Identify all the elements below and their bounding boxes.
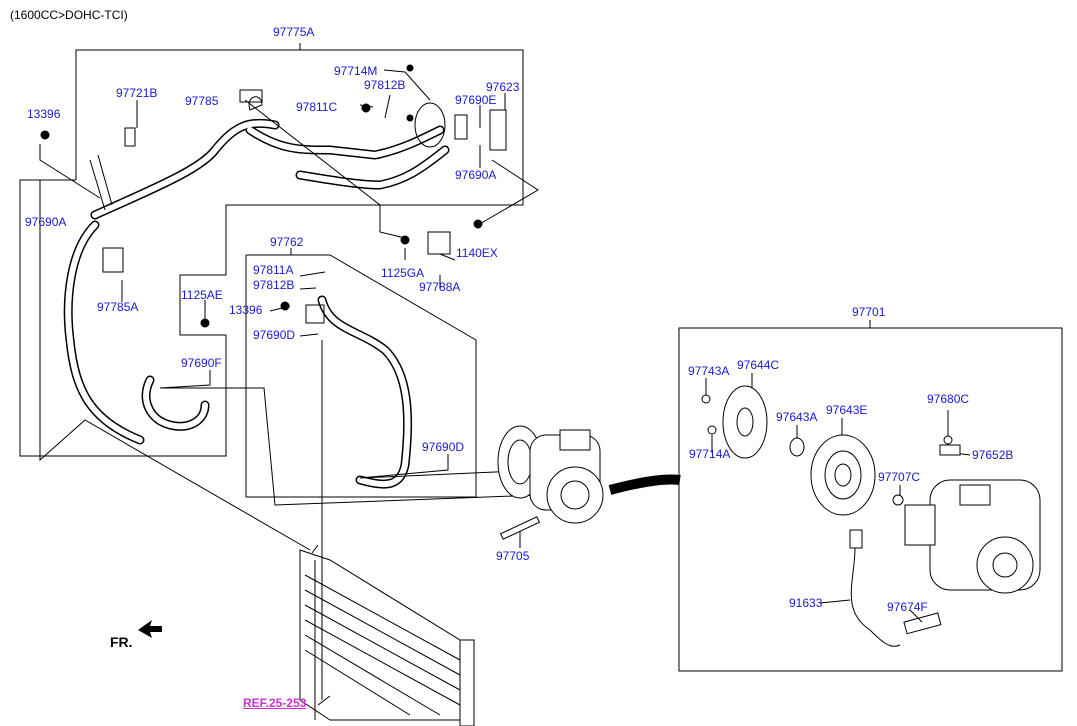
part-97690D[interactable]: 97690D — [422, 440, 465, 454]
part-97785A[interactable]: 97785A — [97, 300, 139, 314]
engine-spec: (1600CC>DOHC-TCI) — [10, 8, 128, 22]
part-97674F[interactable]: 97674F — [887, 600, 928, 614]
part-97714M[interactable]: 97714M — [334, 64, 378, 78]
belt-arc — [608, 474, 681, 495]
part-97714A[interactable]: 97714A — [689, 447, 731, 461]
part-97811C[interactable]: 97811C — [296, 100, 338, 114]
compressor-kit — [701, 385, 1041, 594]
part-97775A[interactable]: 97775A — [273, 25, 315, 39]
part-97690A[interactable]: 97690A — [25, 215, 67, 229]
part-13396[interactable]: 13396 — [229, 303, 263, 317]
part-97743A[interactable]: 97743A — [688, 364, 730, 378]
part-97690D[interactable]: 97690D — [253, 328, 296, 342]
part-13396[interactable]: 13396 — [27, 107, 61, 121]
part-1125GA[interactable]: 1125GA — [381, 266, 425, 280]
part-97721B[interactable]: 97721B — [116, 86, 158, 100]
part-97643A[interactable]: 97643A — [776, 410, 818, 424]
fr-arrow-icon — [138, 620, 162, 638]
part-97643E[interactable]: 97643E — [826, 403, 868, 417]
part-97680C[interactable]: 97680C — [927, 392, 970, 406]
condenser — [299, 544, 475, 726]
hose-lower — [317, 295, 413, 489]
part-97690E[interactable]: 97690E — [455, 93, 497, 107]
part-91633[interactable]: 91633 — [789, 596, 823, 610]
frame-97775A — [19, 49, 524, 457]
part-97762[interactable]: 97762 — [270, 235, 304, 249]
part-97705[interactable]: 97705 — [496, 549, 530, 563]
part-97785[interactable]: 97785 — [185, 94, 219, 108]
frame-97762 — [245, 254, 477, 498]
part-97812B[interactable]: 97812B — [364, 78, 406, 92]
part-97652B[interactable]: 97652B — [972, 448, 1014, 462]
part-97812B[interactable]: 97812B — [253, 278, 295, 292]
part-97701[interactable]: 97701 — [852, 305, 886, 319]
part-1125AE[interactable]: 1125AE — [181, 288, 223, 302]
part-97644C[interactable]: 97644C — [737, 358, 780, 372]
front-orientation-label: FR. — [110, 634, 133, 650]
part-97690A[interactable]: 97690A — [455, 168, 497, 182]
part-97707C[interactable]: 97707C — [878, 470, 921, 484]
part-97811A[interactable]: 97811A — [253, 263, 294, 277]
part-1140EX[interactable]: 1140EX — [456, 246, 498, 260]
compressor-main — [497, 425, 604, 540]
part-97690F[interactable]: 97690F — [181, 356, 222, 370]
part-97623[interactable]: 97623 — [486, 80, 520, 94]
part-97788A[interactable]: 97788A — [419, 280, 461, 294]
reference-link[interactable]: REF.25-253 — [243, 696, 307, 710]
